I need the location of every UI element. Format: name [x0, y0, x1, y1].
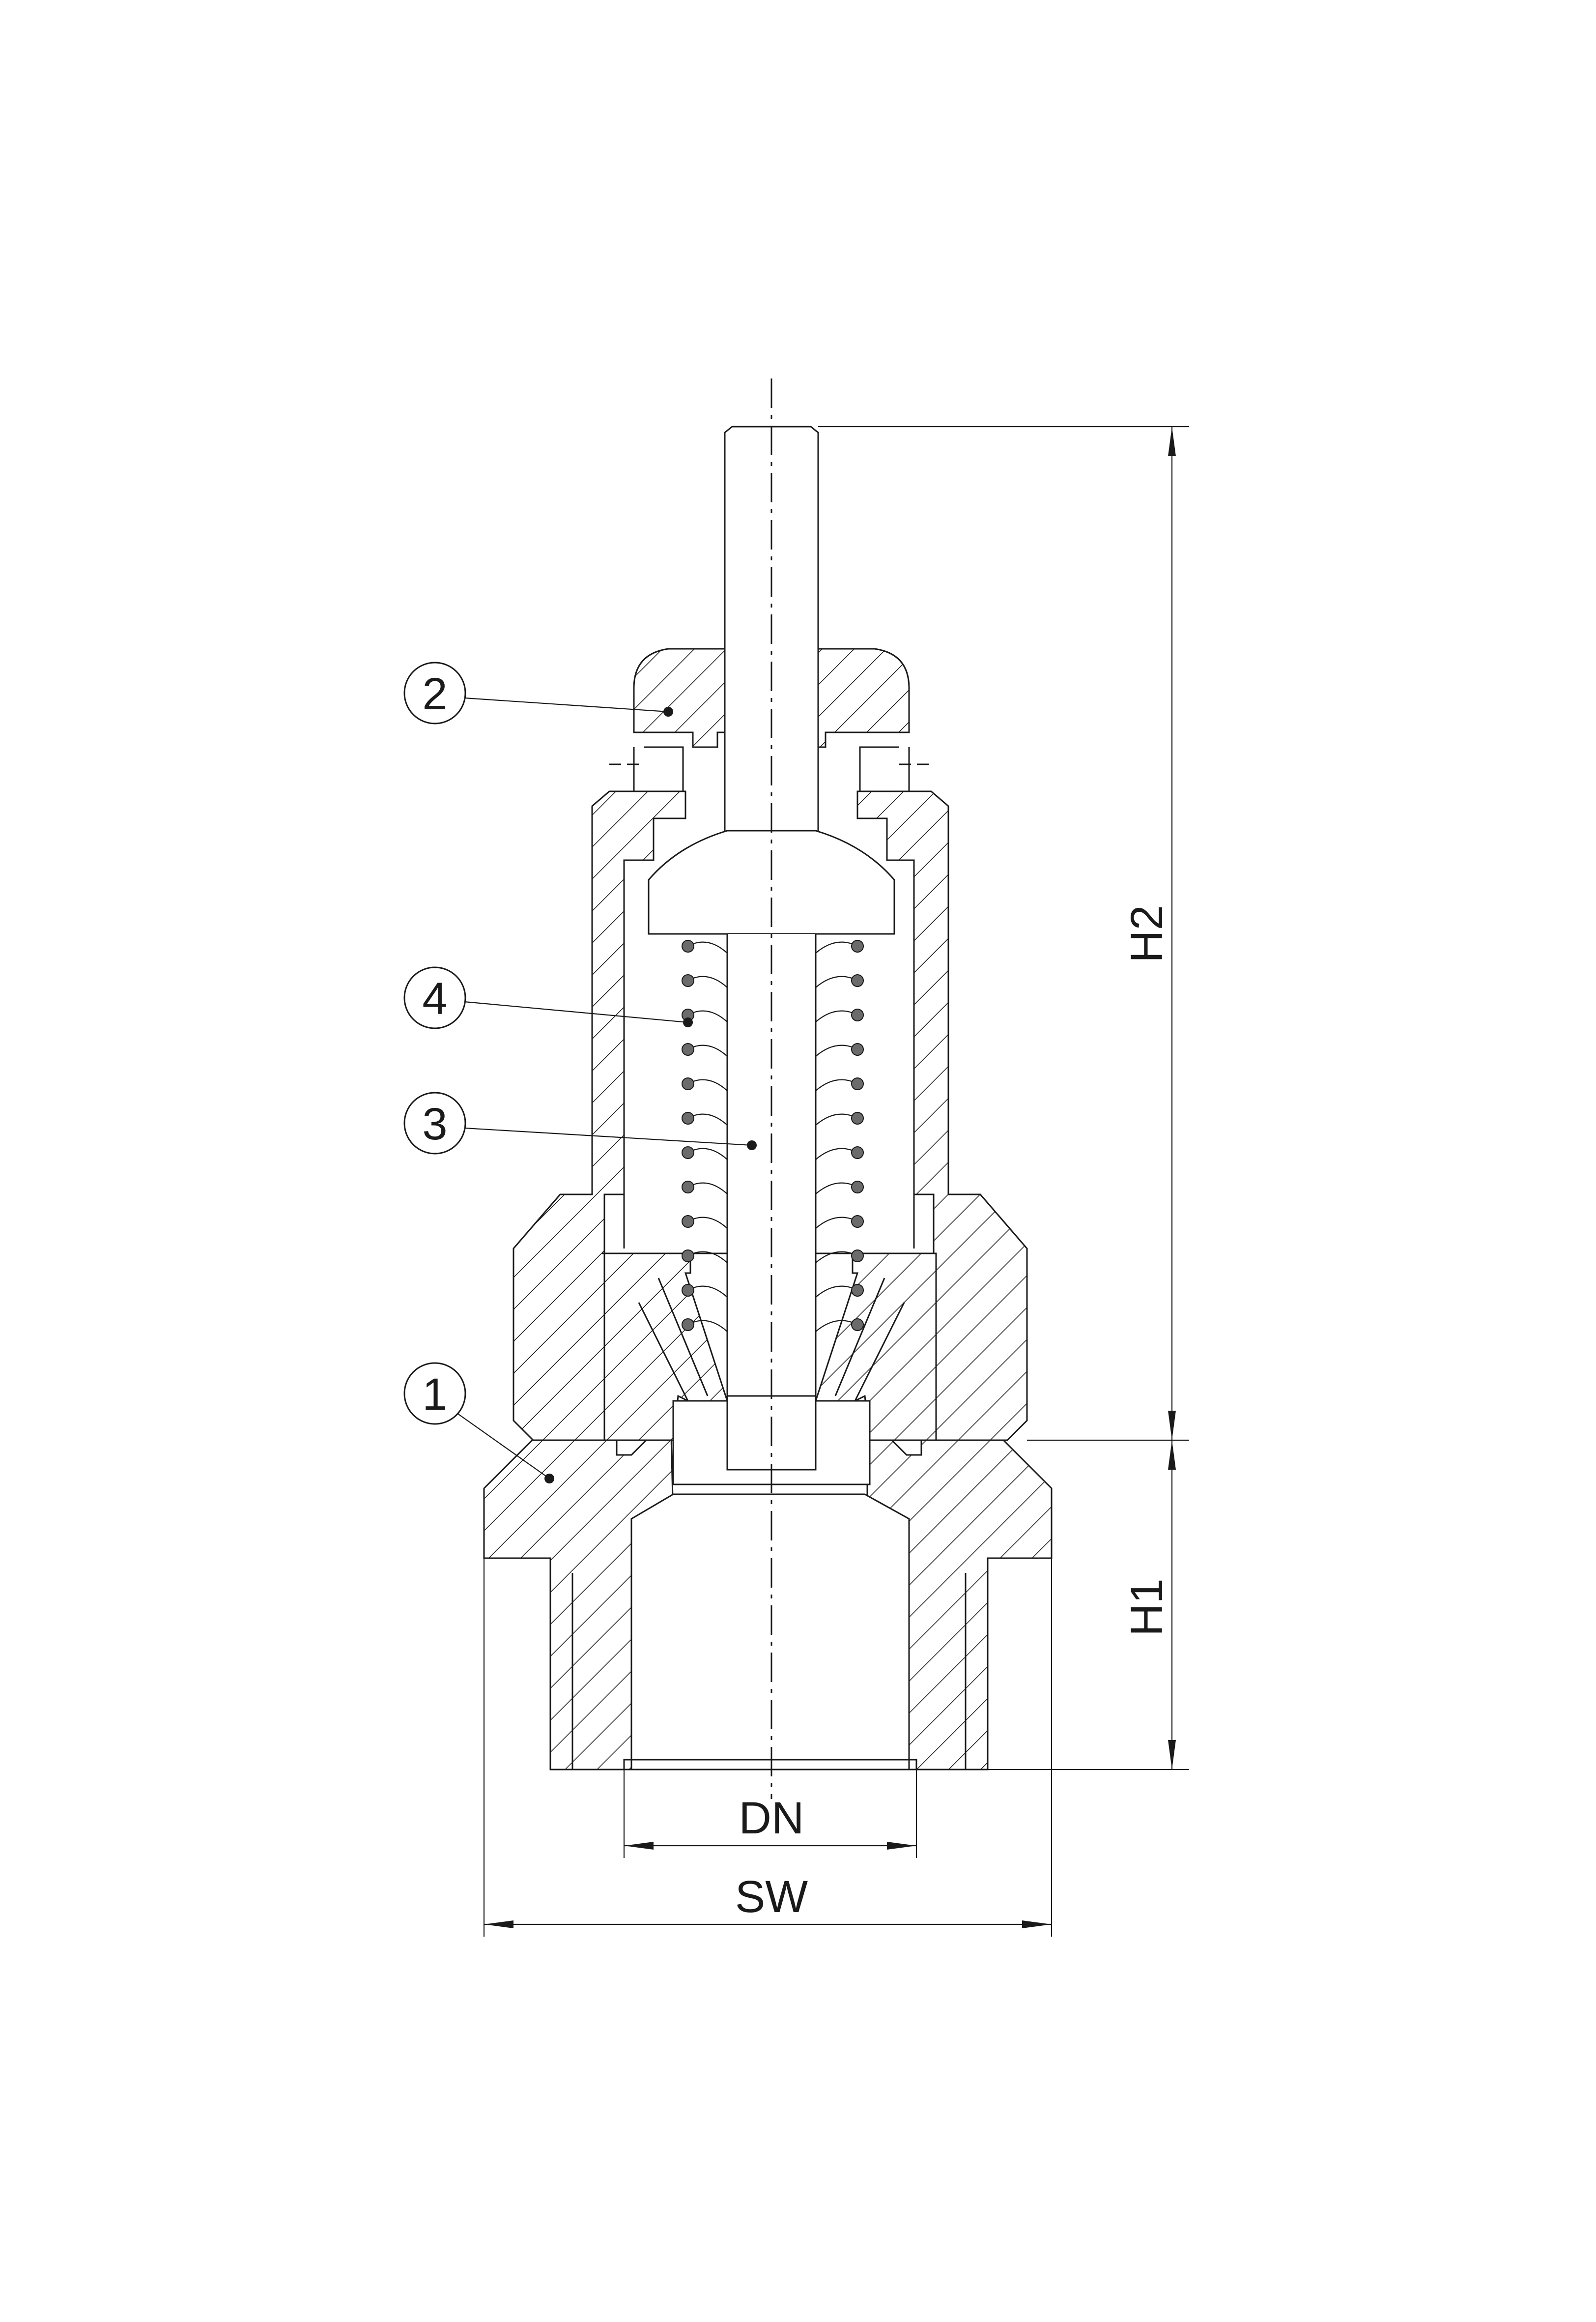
spring-coil-section — [682, 974, 694, 987]
part-4-spring — [682, 940, 864, 1332]
balloon-1: 1 — [403, 1362, 554, 1483]
balloon-2: 2 — [403, 662, 673, 725]
spring-coil-arc — [815, 976, 858, 988]
spring-coil-section — [851, 1318, 864, 1331]
spring-coil-arc — [815, 1079, 858, 1091]
spring-coil-section — [682, 1249, 694, 1262]
dimension-lines — [483, 426, 1189, 1937]
spring-coil-section — [851, 1043, 864, 1056]
balloon-3-number: 3 — [422, 1099, 447, 1149]
spring-coil-section — [682, 1215, 694, 1228]
valve-housing — [513, 790, 1028, 1441]
spring-coil-section — [851, 1009, 864, 1021]
balloon-4: 4 — [403, 966, 693, 1029]
balloon-4-number: 4 — [422, 974, 447, 1024]
spring-coil-arc — [815, 1010, 858, 1022]
balloon-1-number: 1 — [422, 1369, 447, 1420]
spring-coil-arc — [815, 941, 858, 954]
spring-coil-section — [851, 1181, 864, 1193]
dimension-label-dn: DN — [739, 1793, 804, 1843]
spring-coil-section — [851, 940, 864, 953]
spring-coil-arc — [815, 1113, 858, 1126]
spring-coil-section — [682, 1181, 694, 1193]
dimension-label-sw: SW — [735, 1872, 808, 1922]
dimension-label-h2: H2 — [1122, 905, 1172, 963]
spring-coil-section — [682, 1043, 694, 1056]
spring-coil-section — [682, 1112, 694, 1125]
balloon-3: 3 — [403, 1092, 757, 1155]
spring-coil-section — [682, 1318, 694, 1331]
seat-insert — [603, 1252, 937, 1441]
part-1-base-body — [483, 1414, 1053, 1771]
spring-coil-section — [682, 940, 694, 953]
spring-coil-section — [851, 1077, 864, 1090]
spring-coil-section — [851, 974, 864, 987]
balloon-2-number: 2 — [422, 669, 447, 719]
spring-coil-section — [851, 1249, 864, 1262]
spring-coil-section — [682, 1284, 694, 1297]
spring-coil-section — [851, 1215, 864, 1228]
spring-coil-section — [851, 1146, 864, 1159]
spring-coil-arc — [815, 1045, 858, 1057]
spring-coil-arc — [815, 1182, 858, 1194]
spring-coil-section — [851, 1112, 864, 1125]
spring-coil-section — [851, 1284, 864, 1297]
dimension-label-h1: H1 — [1122, 1578, 1172, 1636]
spring-coil-arc — [815, 1148, 858, 1160]
spring-coil-arc — [815, 1217, 858, 1229]
spring-coil-section — [682, 1077, 694, 1090]
spring-coil-section — [682, 1146, 694, 1159]
